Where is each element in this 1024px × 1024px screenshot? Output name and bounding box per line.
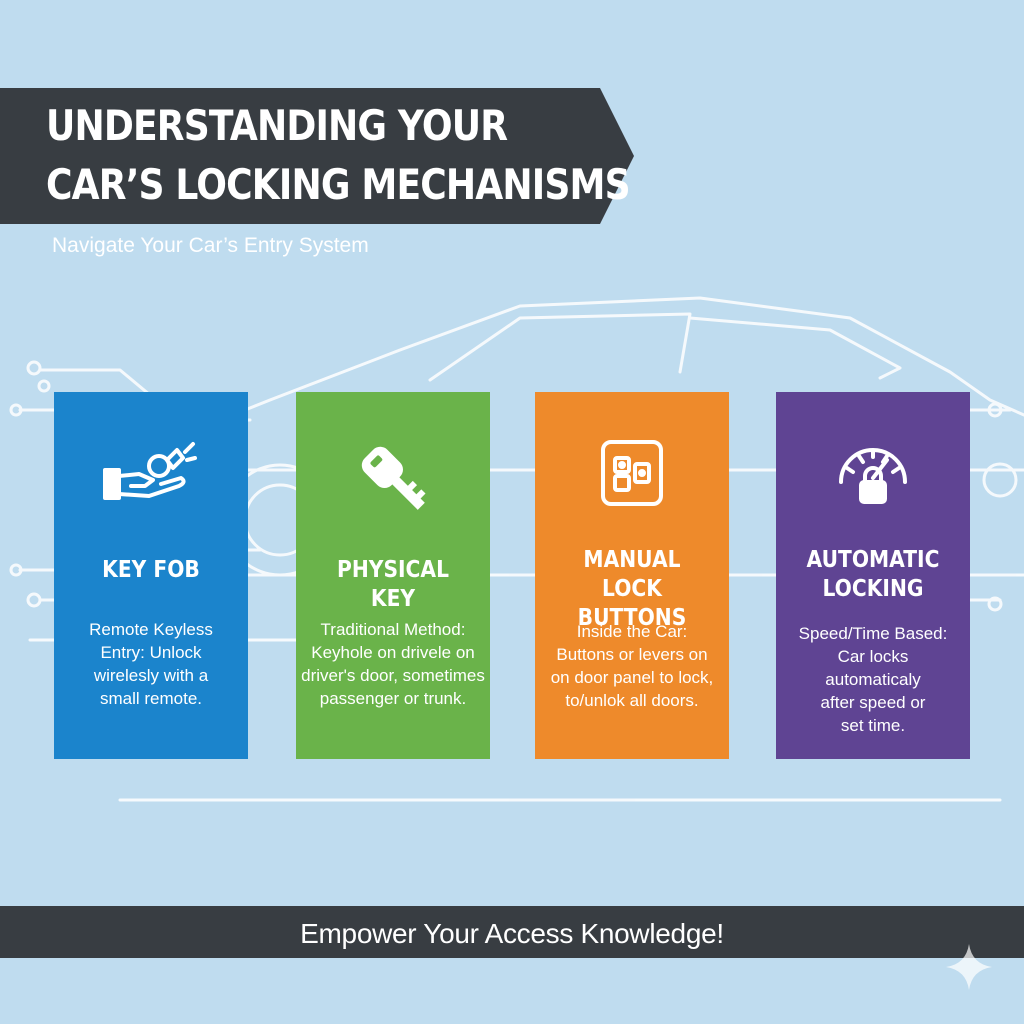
card-body-line: Inside the Car: — [576, 622, 688, 641]
card-body-line: Remote Keyless — [89, 620, 213, 639]
card-title-line: AUTOMATIC — [806, 547, 940, 573]
card-title-line: KEY FOB — [102, 557, 200, 583]
card-body-line: driver's door, sometimes — [301, 666, 485, 685]
title-banner — [0, 88, 634, 224]
card-body-line: small remote. — [99, 689, 203, 708]
card-title-line: LOCKING — [822, 576, 924, 602]
speedometer-lock-icon — [776, 438, 970, 508]
card-body-line: Traditional Method: — [320, 620, 466, 639]
card-body-line: set time. — [840, 716, 906, 735]
footer-tagline: Empower Your Access Knowledge! — [300, 918, 724, 949]
card-title-line: PHYSICAL KEY — [337, 557, 449, 612]
card-automatic-locking: AUTOMATIC LOCKING Speed/Time Based: Car … — [776, 392, 970, 759]
card-body-line: Car locks — [837, 647, 909, 666]
card-key-fob: KEY FOB Remote Keyless Entry: Unlock wir… — [54, 392, 248, 759]
card-body-line: Entry: Unlock — [100, 643, 202, 662]
page-title-line-2: CAR’S LOCKING MECHANISMS — [46, 160, 631, 209]
key-icon — [296, 438, 490, 510]
card-body-line: Buttons or levers on — [556, 645, 708, 664]
page-title-line-1: UNDERSTANDING YOUR — [46, 101, 508, 150]
card-body-line: after speed or — [820, 693, 926, 712]
footer-banner: Empower Your Access Knowledge! — [0, 906, 1024, 958]
card-body-line: wirelesly with a — [93, 666, 209, 685]
card-title-line: MANUAL LOCK — [583, 547, 681, 602]
card-body-line: automaticaly — [825, 670, 921, 689]
card-body-line: passenger or trunk. — [319, 689, 467, 708]
card-body-line: on door panel to lock, — [550, 668, 714, 687]
lock-button-panel-icon — [535, 438, 729, 508]
card-body-line: Keyhole on drivele on — [311, 643, 475, 662]
card-body-line: Speed/Time Based: — [798, 624, 948, 643]
card-title-line: BUTTONS — [577, 605, 687, 631]
card-body-line: to/unlok all doors. — [565, 691, 699, 710]
hand-with-key-fob-icon — [54, 438, 248, 508]
card-physical-key: PHYSICAL KEY Traditional Method: Keyhole… — [296, 392, 490, 759]
sparkle-icon — [946, 944, 992, 990]
card-manual-lock-buttons: MANUAL LOCK BUTTONS Inside the Car: Butt… — [535, 392, 729, 759]
page-subtitle: Navigate Your Car’s Entry System — [52, 234, 369, 257]
